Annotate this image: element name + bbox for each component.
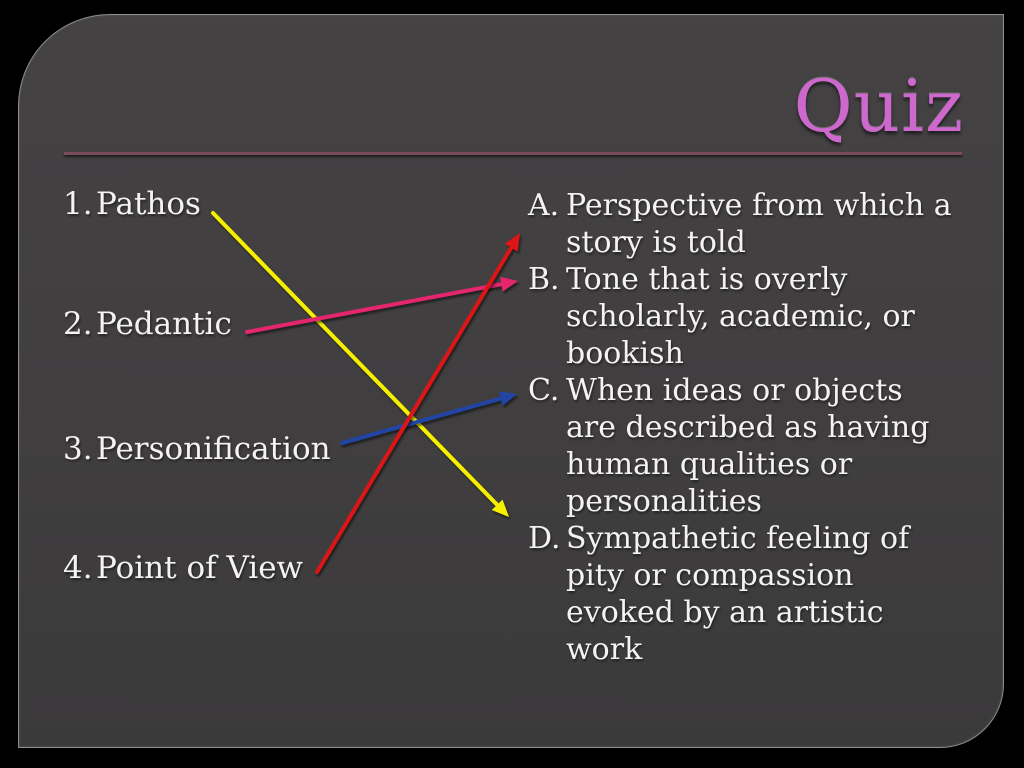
definition-c-line: are described as having xyxy=(566,410,930,445)
term-number: 4. xyxy=(63,550,93,586)
term-pedantic: 2.Pedantic xyxy=(63,306,232,343)
definition-text: Tone that is overly xyxy=(566,262,848,297)
definition-a-line: story is told xyxy=(566,225,746,260)
definition-d-line: D.Sympathetic feeling of xyxy=(528,520,988,557)
definition-letter: C. xyxy=(528,373,560,408)
term-label: Point of View xyxy=(96,550,304,586)
definition-text: Sympathetic feeling of xyxy=(566,521,910,556)
term-label: Pedantic xyxy=(96,306,232,342)
definition-d-line: pity or compassion xyxy=(566,558,854,593)
term-number: 3. xyxy=(63,431,93,467)
slide-title: Quiz xyxy=(793,64,964,148)
term-pathos: 1.Pathos xyxy=(63,186,201,223)
term-number: 1. xyxy=(63,186,93,222)
term-label: Personification xyxy=(96,431,331,467)
definition-c-line: human qualities or xyxy=(566,447,853,482)
definition-letter: A. xyxy=(528,188,560,223)
definition-b-line: B.Tone that is overly xyxy=(528,261,988,298)
definitions-list: A.Perspective from which a story is told… xyxy=(528,187,988,668)
definition-d-line: work xyxy=(566,632,643,667)
definition-b-line: bookish xyxy=(566,336,684,371)
term-personification: 3.Personification xyxy=(63,431,331,468)
definition-letter: D. xyxy=(528,521,561,556)
definition-a-line: A.Perspective from which a xyxy=(528,187,988,224)
definition-text: When ideas or objects xyxy=(566,373,903,408)
definition-d-line: evoked by an artistic xyxy=(566,595,884,630)
definition-b-line: scholarly, academic, or xyxy=(566,299,915,334)
term-number: 2. xyxy=(63,306,93,342)
term-point-of-view: 4.Point of View xyxy=(63,550,303,587)
definition-text: Perspective from which a xyxy=(566,188,952,223)
definition-c-line: personalities xyxy=(566,484,762,519)
title-divider-line xyxy=(64,152,962,155)
term-label: Pathos xyxy=(96,186,201,222)
definition-letter: B. xyxy=(528,262,560,297)
definition-c-line: C.When ideas or objects xyxy=(528,372,988,409)
